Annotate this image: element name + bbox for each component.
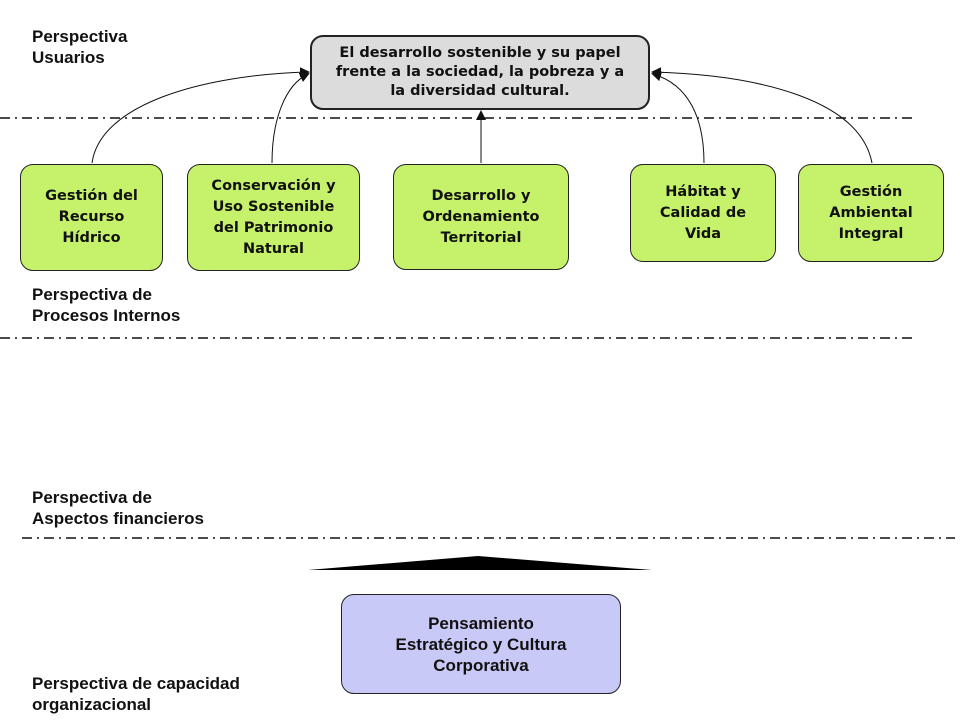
- perspective-capacidad-label: Perspectiva de capacidad organizacional: [32, 674, 240, 714]
- process-gestion-recurso-hidrico: Gestión del Recurso Hídrico: [20, 164, 163, 271]
- process-habitat-calidad-vida: Hábitat y Calidad de Vida: [630, 164, 776, 262]
- arrow-gestion-recurso-hidrico: [91, 67, 310, 164]
- perspective-financieros-label: Perspectiva de Aspectos financieros: [32, 488, 204, 528]
- arrow-conservacion: [271, 72, 310, 164]
- arrow-habitat: [651, 71, 705, 164]
- arrow-gestion-ambiental: [651, 67, 873, 164]
- perspective-usuarios-label: Perspectiva Usuarios: [32, 27, 128, 67]
- foundation-wedge: [308, 556, 652, 570]
- perspective-procesos-label: Perspectiva de Procesos Internos: [32, 285, 181, 325]
- process-gestion-ambiental: Gestión Ambiental Integral: [798, 164, 944, 262]
- process-desarrollo-ordenamiento: Desarrollo y Ordenamiento Territorial: [393, 164, 569, 270]
- foundation-box: Pensamiento Estratégico y Cultura Corpor…: [341, 594, 621, 694]
- process-conservacion-patrimonio: Conservación y Uso Sostenible del Patrim…: [187, 164, 360, 271]
- goal-box: El desarrollo sostenible y su papel fren…: [310, 35, 650, 110]
